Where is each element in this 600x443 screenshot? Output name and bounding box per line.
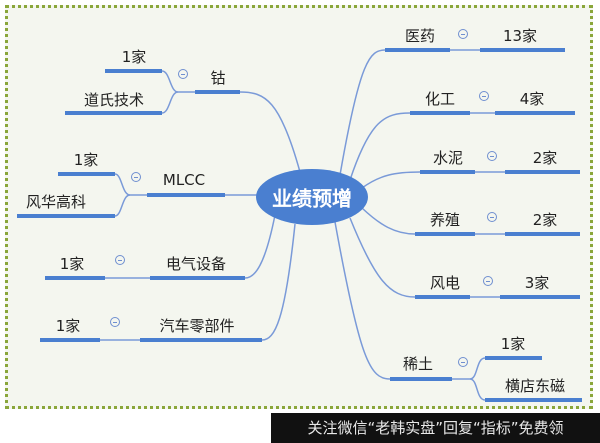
center-node-shape[interactable] — [256, 169, 368, 225]
leaf-company[interactable]: 风华高科 — [25, 193, 87, 211]
leaf-count[interactable]: 1家 — [55, 317, 81, 335]
branch-shuini[interactable]: 水泥 — [432, 149, 464, 167]
minus-circle-icon[interactable] — [487, 151, 497, 161]
minus-circle-icon[interactable] — [110, 317, 120, 327]
branch-gu[interactable]: 钴 — [210, 69, 226, 87]
branch-huagong[interactable]: 化工 — [424, 90, 456, 108]
minus-circle-icon[interactable] — [458, 357, 468, 367]
watermark-banner: 关注微信“老韩实盘”回复“指标”免费领 — [271, 413, 600, 443]
center-node[interactable]: 业绩预增 — [272, 186, 352, 211]
minus-circle-icon[interactable] — [115, 255, 125, 265]
leaf-count[interactable]: 1家 — [59, 255, 85, 273]
leaf-count[interactable]: 2家 — [532, 211, 558, 229]
branch-qichelingbujian[interactable]: 汽车零部件 — [159, 317, 235, 335]
branch-fengdian[interactable]: 风电 — [429, 274, 461, 292]
branch-mlcc[interactable]: MLCC — [162, 171, 206, 189]
leaf-company[interactable]: 横店东磁 — [504, 377, 566, 395]
branch-xitu[interactable]: 稀土 — [402, 355, 434, 373]
minus-circle-icon[interactable] — [458, 29, 468, 39]
minus-circle-icon[interactable] — [479, 91, 489, 101]
branch-yiyao[interactable]: 医药 — [404, 27, 436, 45]
branch-dianqishebei[interactable]: 电气设备 — [165, 255, 227, 273]
leaf-count[interactable]: 13家 — [502, 27, 538, 45]
leaf-count[interactable]: 3家 — [524, 274, 550, 292]
branch-yangzhi[interactable]: 养殖 — [429, 211, 461, 229]
leaf-count[interactable]: 1家 — [500, 335, 526, 353]
minus-circle-icon[interactable] — [178, 69, 188, 79]
minus-circle-icon[interactable] — [487, 212, 497, 222]
leaf-count[interactable]: 2家 — [532, 149, 558, 167]
leaf-count[interactable]: 1家 — [121, 48, 147, 66]
leaf-company[interactable]: 道氏技术 — [83, 91, 145, 109]
minus-circle-icon[interactable] — [483, 276, 493, 286]
minus-circle-icon[interactable] — [131, 172, 141, 182]
leaf-count[interactable]: 1家 — [73, 151, 99, 169]
leaf-count[interactable]: 4家 — [519, 90, 545, 108]
